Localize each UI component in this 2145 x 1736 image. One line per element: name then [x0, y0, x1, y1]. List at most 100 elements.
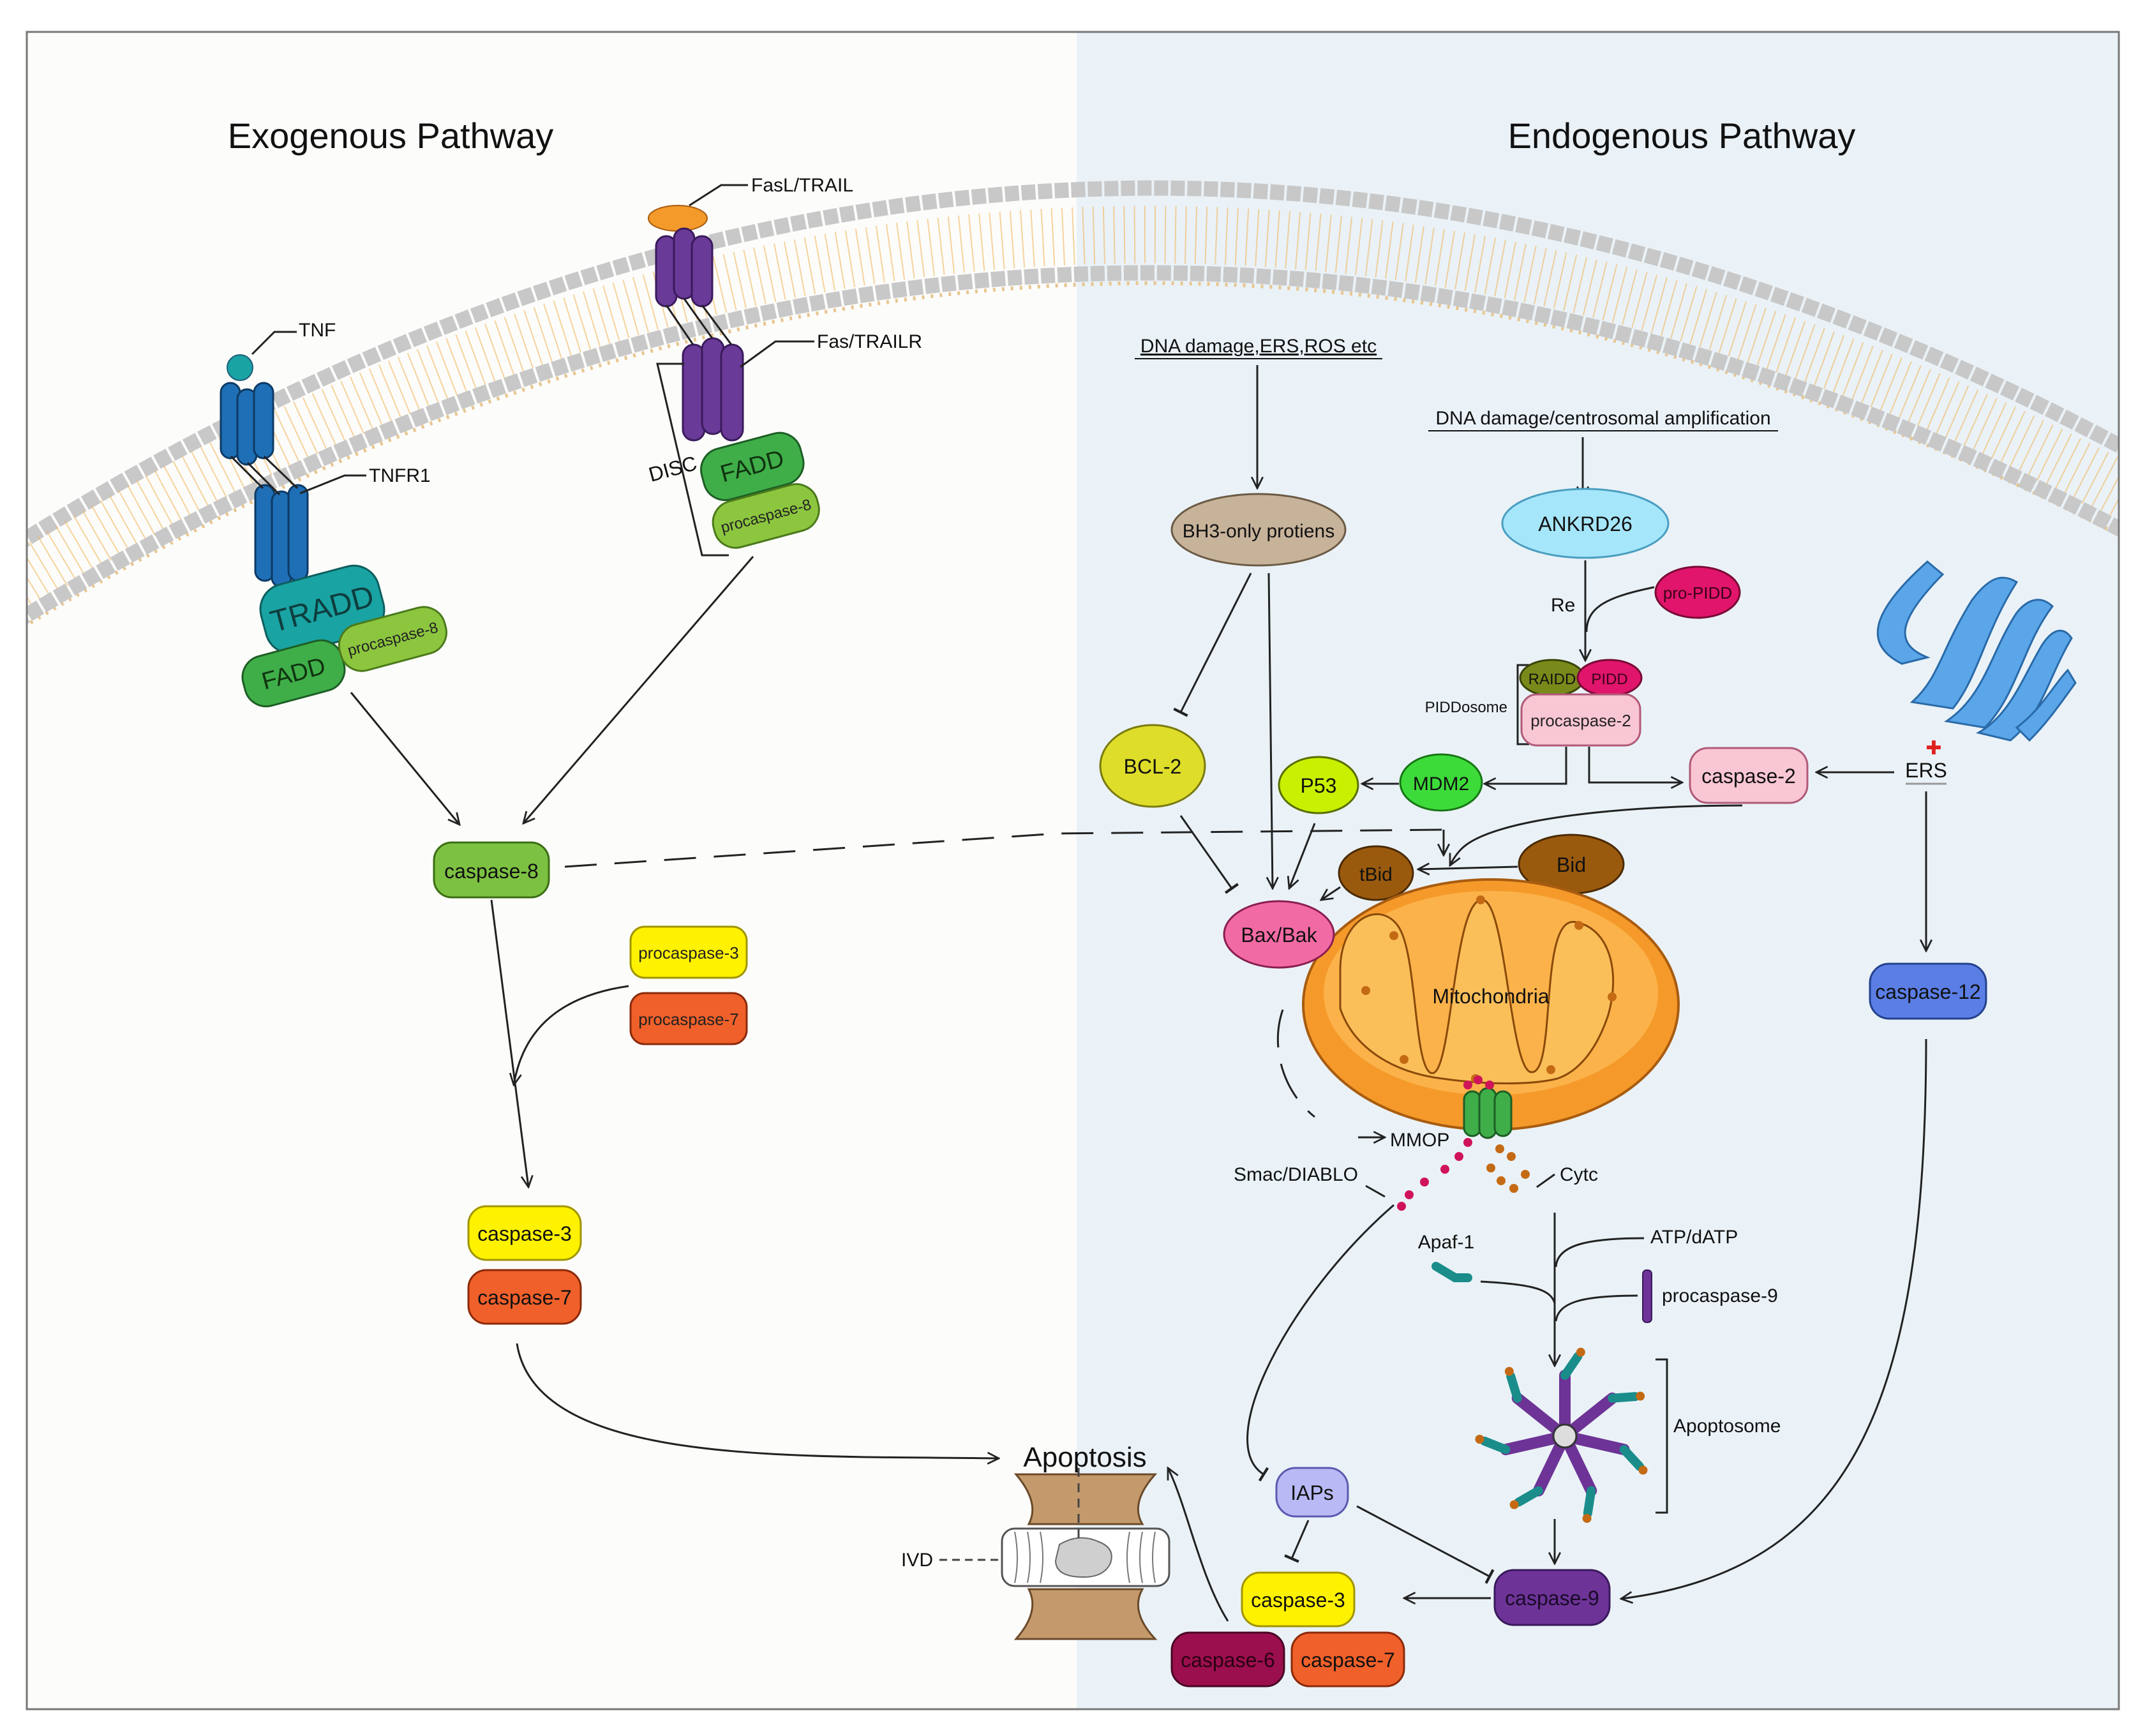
piddosome-bracket [1516, 664, 1529, 745]
title-exogenous: Exogenous Pathway [228, 116, 554, 156]
ankrd26-node: ANKRD26 [1501, 488, 1670, 559]
arrow-p53-baxbak [1289, 823, 1316, 888]
arrow-caspase2-tbid [1450, 804, 1743, 865]
mdm2-label: MDM2 [1413, 774, 1469, 795]
tbid-node: tBid [1338, 845, 1414, 901]
caspase7-right-node: caspase-7 [1290, 1631, 1405, 1687]
bcl2-node: BCL-2 [1099, 724, 1206, 808]
arrow-procaspase9 [1555, 1294, 1638, 1322]
arrow-tradd-caspase8 [350, 692, 460, 825]
ankrd26-label: ANKRD26 [1538, 513, 1633, 535]
arrow-caspase12-caspase9 [1621, 1038, 1927, 1599]
caspase2-node: caspase-2 [1689, 747, 1809, 804]
inhibit-bcl2-baxbak [1179, 815, 1239, 894]
bh3-label: BH3-only protiens [1183, 521, 1334, 542]
arrow-bid-tbid [1418, 867, 1518, 869]
cell-membrane [27, 180, 2119, 627]
caspase12-label: caspase-12 [1875, 980, 1980, 1003]
procaspase2-label: procaspase-2 [1530, 711, 1631, 730]
tradd-complex: TRADD FADD procaspase-8 [241, 564, 447, 708]
bh3-node: BH3-only protiens [1170, 493, 1347, 567]
caspase3-right-label: caspase-3 [1251, 1589, 1345, 1612]
apoptosome-bracket [1655, 1358, 1668, 1514]
re-label: Re [1551, 595, 1575, 616]
inhibit-iaps-caspase9 [1356, 1505, 1495, 1584]
iaps-label: IAPs [1290, 1481, 1334, 1504]
caspase3-left-node: caspase-3 [467, 1205, 582, 1261]
raidd-label: RAIDD [1528, 671, 1576, 688]
ivd-label: IVD [901, 1550, 933, 1571]
mitochondrial-pore-icon [1463, 1087, 1513, 1139]
apoptosome-hub [1552, 1423, 1578, 1449]
exogenous-background [27, 32, 1077, 1709]
tnfr1-receptor [220, 354, 309, 588]
caspase12-node: caspase-12 [1869, 962, 1987, 1020]
caspase7-left-label: caspase-7 [477, 1286, 572, 1309]
fas-receptor [648, 205, 744, 442]
iaps-node: IAPs [1275, 1467, 1349, 1518]
tnfr1-label: TNFR1 [369, 465, 431, 486]
inhibit-iaps-caspase3 [1284, 1520, 1310, 1563]
arrow-disc-caspase8 [523, 556, 754, 823]
apoptosome-apaf1-arm [1608, 1392, 1640, 1403]
caspase7-right-label: caspase-7 [1301, 1649, 1395, 1672]
tbid-label: tBid [1359, 864, 1393, 885]
apoptosome-cytc-dot [1636, 1391, 1645, 1401]
ivd-spine-icon [1001, 1468, 1170, 1640]
apoptosome-label: Apoptosome [1673, 1416, 1781, 1437]
arrow-caspase7-apoptosis [516, 1343, 999, 1458]
dashed-caspase8-to-bid [564, 828, 1444, 868]
arrow-caspase-to-apoptosis [1168, 1468, 1229, 1622]
apoptosome-cytc-dot [1504, 1366, 1514, 1376]
inhibit-bh3-bcl2 [1173, 572, 1252, 717]
arrow-tbid-baxbak [1321, 886, 1341, 900]
raidd-node: RAIDD [1519, 659, 1585, 697]
arrow-pro-pidd [1585, 586, 1655, 632]
arrow-apaf1 [1480, 1280, 1556, 1304]
caspase8-node: caspase-8 [433, 841, 550, 899]
dna-damage-ers-label: DNA damage,ERS,ROS etc [1140, 336, 1377, 357]
mitochondria-label: Mitochondria [1432, 985, 1549, 1008]
mdm2-node: MDM2 [1399, 753, 1483, 812]
procaspase7-label: procaspase-7 [638, 1010, 739, 1029]
released-cytc-dots [1486, 1144, 1530, 1193]
atp-label: ATP/dATP [1650, 1227, 1738, 1248]
pidd-node: PIDD [1576, 659, 1643, 697]
procaspase9-icon [1642, 1269, 1652, 1323]
caspase6-label: caspase-6 [1181, 1649, 1275, 1672]
ers-label: ERS [1905, 759, 1947, 782]
baxbak-node: Bax/Bak [1223, 900, 1335, 969]
er-damage-mark: ✚ [1925, 738, 1941, 759]
caspase3-right-node: caspase-3 [1241, 1571, 1356, 1627]
pro-pidd-node: pro-PIDD [1654, 565, 1741, 619]
fas-trailr-label: Fas/TRAILR [817, 331, 922, 352]
caspase7-left-node: caspase-7 [467, 1269, 582, 1325]
title-endogenous: Endogenous Pathway [1508, 116, 1856, 156]
apoptosome-cytc-dot [1582, 1514, 1592, 1523]
disc-bracket [656, 363, 729, 557]
p53-node: P53 [1278, 756, 1359, 814]
baxbak-arc [1276, 1009, 1315, 1118]
apoptosome-cytc-dot [1576, 1347, 1585, 1357]
procaspase2-node: procaspase-2 [1520, 693, 1641, 747]
arrow-bh3-baxbak [1269, 572, 1273, 888]
apoptosome-cytc-dot [1509, 1500, 1519, 1509]
disc-complex: FADD procaspase-8 [700, 431, 820, 549]
released-smac-dots [1397, 1075, 1494, 1211]
caspase2-label: caspase-2 [1701, 765, 1796, 788]
caspase6-node: caspase-6 [1170, 1631, 1285, 1687]
apoptosome-cytc-dot [1475, 1434, 1484, 1444]
bcl2-label: BCL-2 [1124, 755, 1182, 778]
apoptosome-apaf1-arm [1514, 1486, 1543, 1507]
arrow-procaspase-merge [514, 985, 629, 1085]
arrow-caspase8-caspase3 [490, 899, 528, 1187]
piddosome-label: PIDDosome [1425, 699, 1507, 716]
inhibit-smac-iaps [1246, 1204, 1394, 1482]
bid-node: Bid [1518, 834, 1625, 895]
apoptosome-cytc-dot [1638, 1465, 1648, 1475]
mitochondria-icon [1302, 878, 1680, 1131]
apaf1-icon [1431, 1262, 1472, 1282]
caspase8-label: caspase-8 [444, 860, 539, 883]
dna-damage-centro-label: DNA damage/centrosomal amplification [1435, 408, 1770, 429]
